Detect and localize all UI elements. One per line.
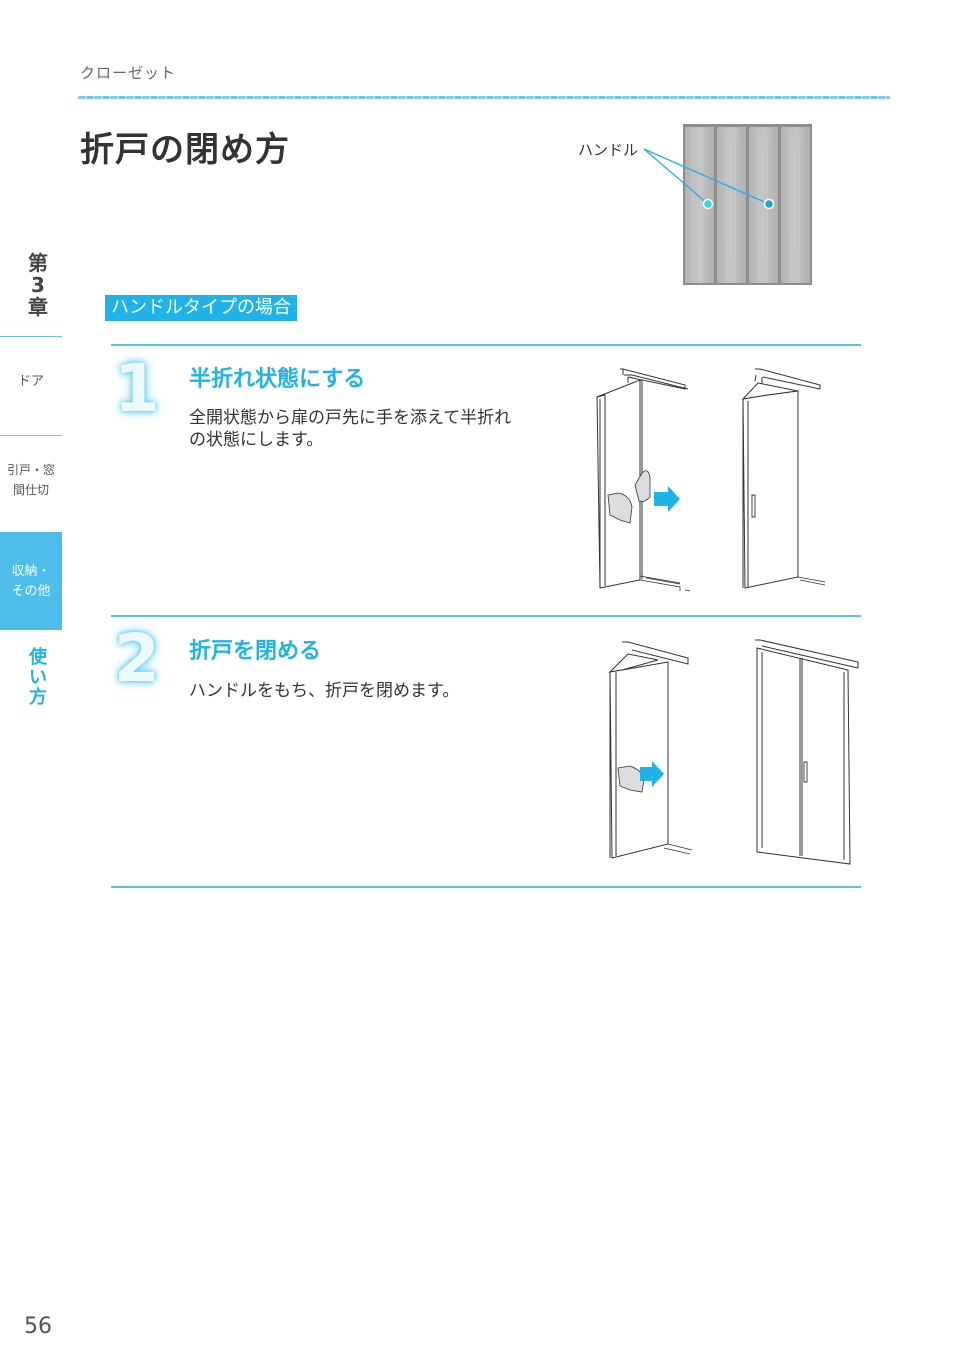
step-divider xyxy=(111,886,861,888)
step-title: 折戸を閉める xyxy=(189,639,322,664)
usage-char: い xyxy=(29,667,47,688)
section-tag: ハンドルタイプの場合 xyxy=(105,295,297,321)
step-divider xyxy=(111,344,861,346)
step-desc-line: ハンドルをもち、折戸を閉めます。 xyxy=(189,681,460,701)
half-folded-door-icon xyxy=(741,368,826,589)
half-folded-door-with-hand-icon xyxy=(608,641,693,859)
step-number: 1 xyxy=(114,350,160,427)
step-desc-line: の状態にします。 xyxy=(189,430,324,450)
sidebar-item-sliding-window-partition[interactable]: 引戸・窓 間仕切 xyxy=(0,460,62,500)
step-description: ハンドルをもち、折戸を閉めます。 xyxy=(189,680,559,702)
sidebar-divider xyxy=(0,336,62,337)
page-number: 56 xyxy=(24,1314,52,1339)
chapter-char: 第 xyxy=(28,251,48,275)
breadcrumb: クローゼット xyxy=(80,64,177,82)
sidebar-item-label: ドア xyxy=(17,374,44,389)
sidebar-divider xyxy=(0,435,62,436)
step-desc-line: 全開状態から扉の戸先に手を添えて半折れ xyxy=(189,408,512,428)
chapter-label: 第 3 章 xyxy=(20,252,56,318)
step-divider xyxy=(111,615,861,617)
arrow-right-icon xyxy=(640,761,664,787)
step2-illustration xyxy=(608,639,859,865)
closed-folding-door-icon xyxy=(755,639,859,865)
handle-marker-icon xyxy=(763,198,775,210)
sidebar-item-label: 間仕切 xyxy=(12,483,49,497)
header-divider xyxy=(78,96,890,99)
sidebar-item-label: その他 xyxy=(11,584,51,599)
usage-char: 使 xyxy=(29,647,47,668)
chapter-char: 章 xyxy=(28,295,48,319)
step-description: 全開状態から扉の戸先に手を添えて半折れ の状態にします。 xyxy=(189,407,559,451)
chapter-number: 3 xyxy=(31,273,45,297)
page-title: 折戸の閉め方 xyxy=(80,130,290,170)
usage-section-label: 使 い 方 xyxy=(0,648,76,708)
step-title: 半折れ状態にする xyxy=(189,367,366,392)
handle-marker-icon xyxy=(702,198,714,210)
arrow-right-icon xyxy=(654,486,680,512)
step-number: 2 xyxy=(114,620,160,697)
usage-char: 方 xyxy=(29,687,47,708)
handle-callout-label: ハンドル xyxy=(578,141,639,159)
sidebar-item-label: 収納・ xyxy=(11,564,51,579)
closet-door-figure xyxy=(643,124,812,285)
sidebar-item-label: 引戸・窓 xyxy=(6,463,55,477)
sidebar-item-storage-other[interactable]: 収納・ その他 xyxy=(0,532,62,630)
step1-illustration xyxy=(596,368,826,592)
sidebar-item-door[interactable]: ドア xyxy=(0,372,62,394)
half-fold-door-with-hands-icon xyxy=(596,368,691,592)
